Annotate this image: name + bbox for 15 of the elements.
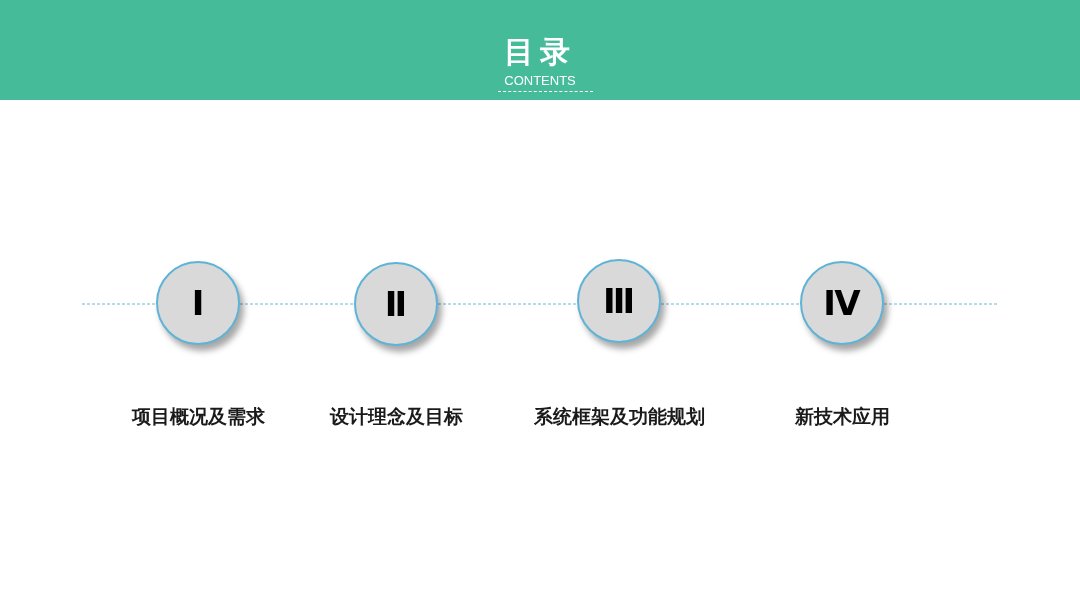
roman-numeral: Ⅳ bbox=[823, 284, 861, 322]
section-caption: 系统框架及功能规划 bbox=[532, 405, 706, 429]
roman-numeral: Ⅲ bbox=[602, 282, 636, 320]
dashed-connector bbox=[660, 303, 801, 305]
section-caption: 项目概况及需求 bbox=[130, 405, 266, 429]
section-caption: 设计理念及目标 bbox=[328, 405, 464, 429]
dashed-connector bbox=[239, 303, 355, 305]
dashed-connector bbox=[883, 303, 999, 305]
title: 目录 bbox=[503, 34, 577, 70]
subtitle: CONTENTS bbox=[503, 73, 577, 89]
roman-numeral: Ⅱ bbox=[384, 285, 408, 323]
dashed-connector bbox=[81, 303, 157, 305]
roman-numeral: Ⅰ bbox=[191, 284, 205, 322]
section-caption: 新技术应用 bbox=[793, 405, 891, 429]
dashed-connector bbox=[437, 303, 578, 305]
